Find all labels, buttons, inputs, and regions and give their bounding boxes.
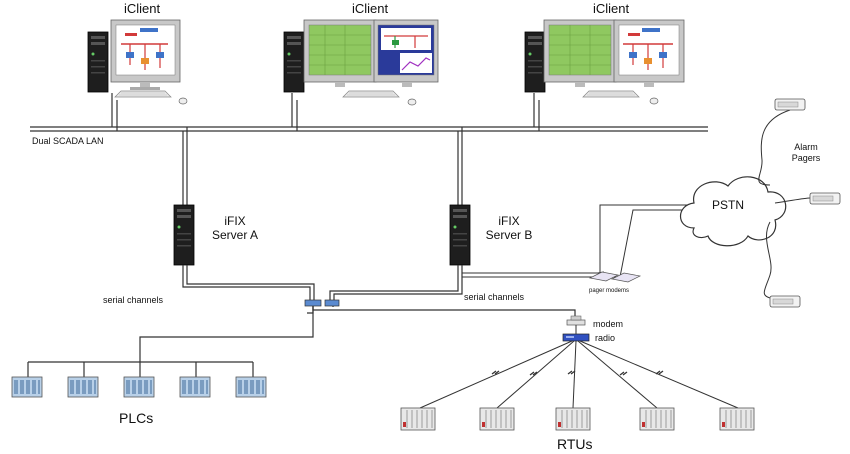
plc-4[interactable] [179,376,211,398]
alarm-pager-1[interactable] [774,98,806,111]
monitor-left [543,19,617,87]
monitor [110,19,181,90]
server-b-name: iFIX [498,214,520,228]
iclient-label-3: iClient [593,1,630,16]
radio-label: radio [595,333,616,343]
plc-bus [27,306,314,377]
alarm-pagers-line2: Pagers [791,153,821,163]
radio-links [419,340,739,409]
lan-label: Dual SCADA LAN [32,136,104,146]
plcs-label: PLCs [119,410,154,426]
server-a-label: iFIX Server A [207,214,263,242]
rtu-3[interactable] [555,407,591,431]
pager-modems[interactable] [588,271,642,283]
serial-connector-left [304,299,322,307]
plc-2[interactable] [67,376,99,398]
modem-device[interactable] [566,315,586,326]
monitor-left [303,19,377,87]
plc-5[interactable] [235,376,267,398]
rtu-1[interactable] [400,407,436,431]
serial-connector-right [324,299,340,307]
server-b-sub: Server B [485,228,533,242]
server-a-name: iFIX [224,214,246,228]
plc-1[interactable] [11,376,43,398]
iclient-workstation-1[interactable] [87,19,188,105]
alarm-pager-2[interactable] [809,192,841,205]
iclient-workstation-3[interactable] [524,19,685,105]
iclient-label-1: iClient [124,1,161,16]
pager-links [758,109,811,299]
alarm-pager-3[interactable] [769,295,801,308]
plc-3[interactable] [123,376,155,398]
rtus-label: RTUs [557,436,593,452]
server-b-label: iFIX Server B [480,214,538,242]
rtu-5[interactable] [719,407,755,431]
radio-wave-marks [491,370,664,376]
pstn-label: PSTN [712,198,745,212]
alarm-pagers-label: Alarm Pagers [786,142,826,164]
rtu-4[interactable] [639,407,675,431]
modem-label: modem [593,319,624,329]
serial-channels-left-label: serial channels [103,295,164,305]
pstn-cloud [679,176,787,247]
monitor-right [613,19,685,87]
serial-channels-right-label: serial channels [464,292,525,302]
radio-device[interactable] [562,333,590,342]
pager-modems-label: pager modems [589,288,630,294]
server-a-sub: Server A [211,228,259,242]
ifix-server-b[interactable] [449,204,471,266]
serial-channel-cables [182,265,576,320]
ifix-server-a[interactable] [173,204,195,266]
alarm-pagers-line1: Alarm [794,142,818,152]
iclient-workstation-2[interactable] [283,19,439,106]
lan-cables [30,93,708,205]
rtu-2[interactable] [479,407,515,431]
monitor-right [373,19,439,87]
iclient-label-2: iClient [352,1,389,16]
